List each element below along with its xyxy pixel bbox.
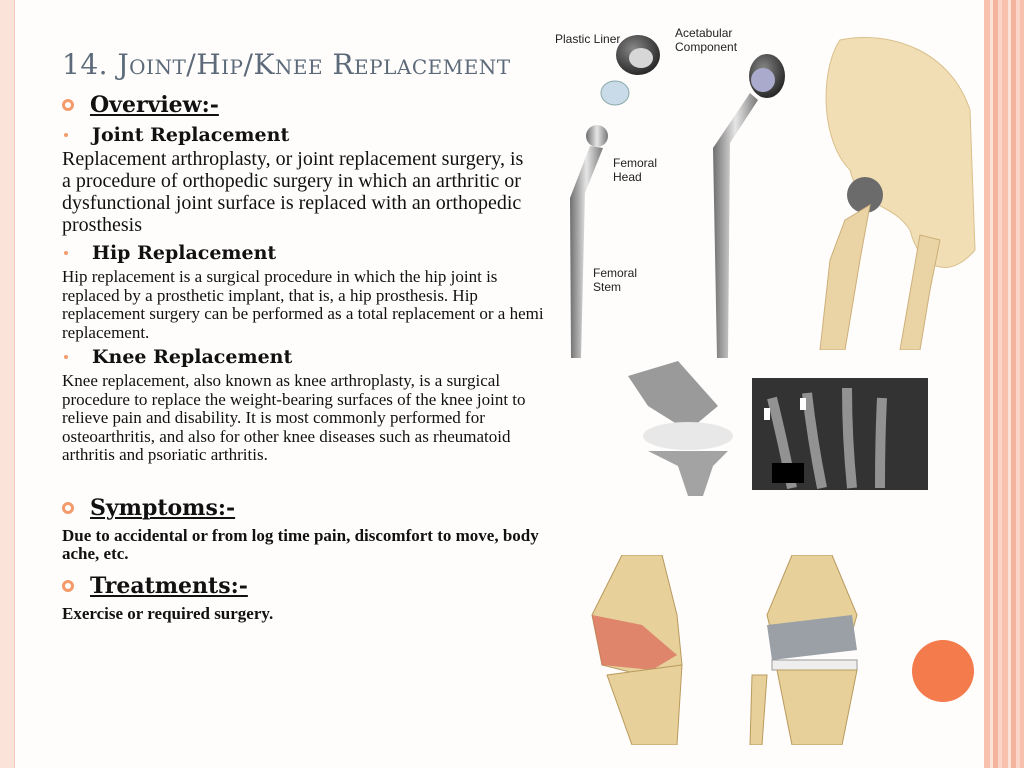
hip-prosthesis-diagram: Plastic Liner Acetabular Component Femor… [545,18,785,358]
dot-bullet-icon [64,133,68,137]
knee-implant-illustration [628,361,733,496]
right-border-stripes [984,0,1024,768]
ring-bullet-icon [62,579,74,592]
symptoms-body: Due to accidental or from log time pain,… [62,525,539,563]
knee-bones-illustration [582,554,902,746]
ring-bullet-icon [62,99,74,111]
pelvis-bone-image [819,37,976,351]
pelvis-illustration [800,30,980,351]
knee-heading-row: Knee Replacement [62,346,552,368]
left-border [0,0,15,768]
dot-bullet-icon [64,355,68,359]
label-femoral-head: Femoral Head [613,156,658,184]
content-column: Overview:- Joint Replacement Replacement… [62,92,552,629]
hand-xray-illustration [752,378,928,490]
ring-bullet-icon [62,501,74,514]
hip-implant-illustration [570,35,785,358]
label-femoral-stem: Femoral Stem [593,266,638,294]
knee-implant-photo [618,356,748,496]
slide-title: 14. Joint/Hip/Knee Replacement [62,48,511,81]
joint-heading-row: Joint Replacement [62,124,552,146]
symptoms-heading: Symptoms:- [90,494,236,521]
knee-heading: Knee Replacement [92,346,293,368]
knee-joint-images [591,554,858,746]
hip-heading: Hip Replacement [92,242,277,264]
xray-image [752,378,928,490]
joint-body: Replacement arthroplasty, or joint repla… [62,148,524,236]
symptoms-heading-row: Symptoms:- [62,495,552,521]
treatments-body: Exercise or required surgery. [62,603,274,623]
overview-heading-row: Overview:- [62,92,552,118]
label-acetabular: Acetabular Component [675,26,738,54]
decorative-orange-circle [912,640,974,702]
title-number: 14. [62,48,109,81]
treatments-heading: Treatments:- [90,572,248,599]
knee-body: Knee replacement, also known as knee art… [62,371,526,464]
hip-body: Hip replacement is a surgical procedure … [62,267,544,342]
joint-heading: Joint Replacement [92,124,290,146]
hip-heading-row: Hip Replacement [62,242,552,264]
dot-bullet-icon [64,251,68,255]
treatments-heading-row: Treatments:- [62,573,552,599]
overview-heading: Overview:- [90,92,219,118]
title-text: Joint/Hip/Knee Replacement [117,48,511,81]
label-plastic-liner: Plastic Liner [555,32,621,46]
